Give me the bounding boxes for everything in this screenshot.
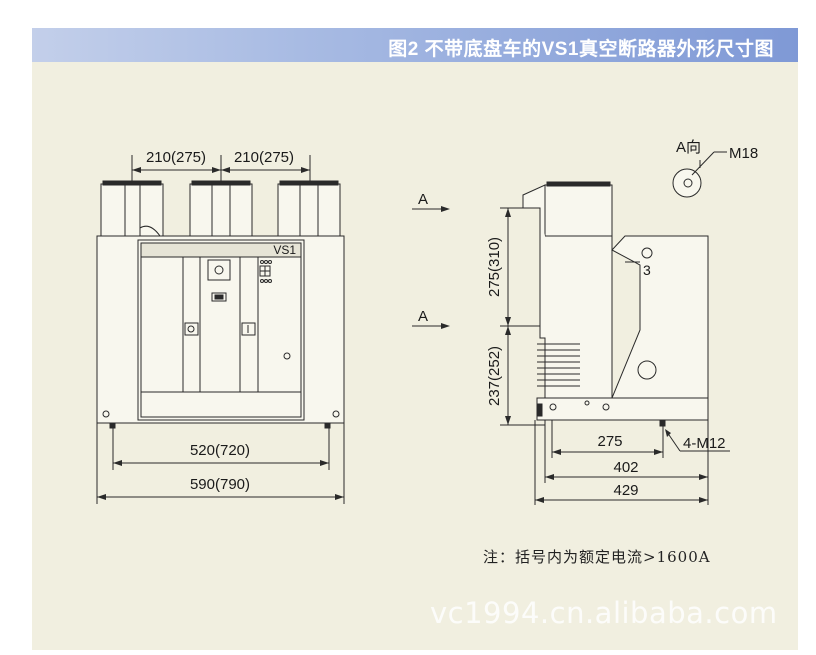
insulator-left bbox=[100, 180, 164, 237]
side-view bbox=[412, 181, 730, 505]
thread-label: M18 bbox=[729, 145, 758, 162]
dim-inner-width: 520(720) bbox=[190, 442, 250, 459]
watermark: vc1994.cn.alibaba.com bbox=[430, 596, 778, 630]
view-a-label: A向 bbox=[676, 139, 701, 156]
arrow-label-top: A bbox=[418, 191, 428, 208]
dim-pole-spacing-1: 210(275) bbox=[146, 149, 206, 166]
dim-lower-height: 237(252) bbox=[486, 346, 503, 406]
front-panel bbox=[137, 239, 305, 421]
terminal-number: 3 bbox=[643, 262, 651, 278]
panel-label: VS1 bbox=[273, 243, 296, 257]
dim-outer-width: 590(790) bbox=[190, 476, 250, 493]
figure-title: 图2 不带底盘车的VS1真空断路器外形尺寸图 bbox=[388, 39, 774, 60]
front-view bbox=[96, 155, 345, 504]
title-bar: 图2 不带底盘车的VS1真空断路器外形尺寸图 bbox=[32, 28, 798, 62]
arrow-label-bottom: A bbox=[418, 308, 428, 325]
dim-429: 429 bbox=[613, 482, 638, 499]
bolt-label: 4-M12 bbox=[683, 435, 726, 452]
dim-upper-height: 275(310) bbox=[486, 237, 503, 297]
dim-pole-spacing-2: 210(275) bbox=[234, 149, 294, 166]
dim-402: 402 bbox=[613, 459, 638, 476]
insulator-middle bbox=[189, 180, 253, 237]
footnote: 注：括号内为额定电流>1600A bbox=[483, 548, 711, 566]
detail-view-a bbox=[672, 151, 727, 198]
insulator-right bbox=[277, 180, 341, 237]
dim-275: 275 bbox=[597, 433, 622, 450]
